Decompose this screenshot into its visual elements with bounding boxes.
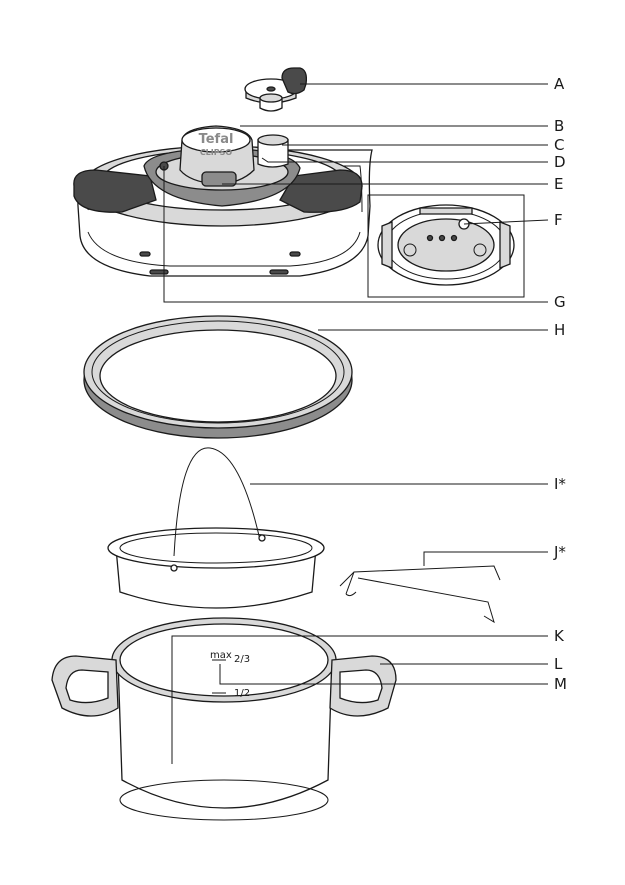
steam-basket [108,448,324,608]
callout-g: G [554,293,566,311]
callout-c: C [554,136,564,154]
callout-m: M [554,675,567,693]
brand-logo: Tefal [199,132,234,147]
callout-l: L [554,655,563,673]
callout-h: H [554,321,565,339]
callout-f: F [554,211,563,229]
callout-j: J* [553,543,566,561]
callout-i: I* [554,475,566,493]
pot-body: max 2/3 1/2 [52,618,396,820]
callout-e: E [554,175,563,193]
callout-d: D [554,153,566,171]
callout-labels: A B C D E F G H I* J* K L M [553,75,567,693]
opening-knob: Tefal CLIPSO [180,126,254,186]
pressure-valve [245,68,306,111]
max-marking: max [210,650,232,661]
leader-j [424,552,548,566]
half-fraction-marking: 1/2 [234,688,250,699]
max-fraction-marking: 2/3 [234,654,250,665]
brand-model: CLIPSO [200,148,233,157]
callout-k: K [554,627,565,645]
trivet-stand [340,566,500,622]
lid-underside-inset [368,195,524,297]
callout-a: A [554,75,565,93]
callout-b: B [554,117,564,135]
gasket-ring [84,316,352,438]
